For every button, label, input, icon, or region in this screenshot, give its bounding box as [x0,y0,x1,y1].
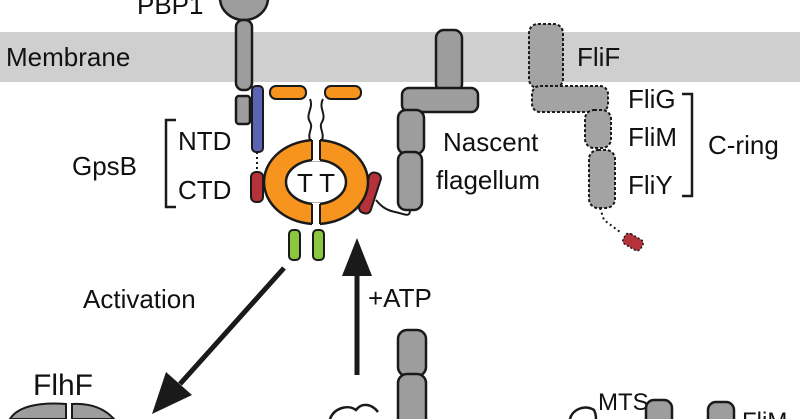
flim-bottom-block [706,400,736,419]
flif-label: FliF [577,42,620,72]
nascent-label: Nascent [443,127,539,157]
pbp1-label: PBP1 [137,0,204,20]
ntd-label: NTD [178,126,231,156]
mts-label: MTS [598,389,649,416]
gpsb-ctd-domain-left [250,171,264,203]
nascent-flagellum [396,28,480,212]
c-ring-red-tip [622,232,644,252]
flhf-protein [8,402,67,419]
c-ring-components [528,23,616,209]
tt-label: T T [297,168,335,198]
orange-paddle-left [269,85,307,100]
membrane-band [0,32,800,82]
fliy-label: FliY [628,170,673,200]
activation-arrow-shaft [178,266,286,386]
orange-ring [262,137,370,227]
flhf-protein-right [71,402,116,419]
atp-arrow-head [342,238,372,276]
flim-bottom-label: FliM [742,408,787,419]
gpsb-ntd-domain [251,85,264,153]
c-ring-tail [599,207,621,233]
gpsb-bracket [164,118,176,209]
atp-label: +ATP [368,283,432,313]
mts-shape [568,406,598,419]
membrane-label: Membrane [6,42,130,72]
linker-left [307,98,313,143]
flagellum-label: flagellum [436,165,540,195]
c-ring-bracket [682,92,694,198]
mts-gray-block [644,398,674,419]
orange-paddle-right [324,85,362,100]
ctd-label: CTD [178,175,231,205]
activation-arrow-head [152,372,192,414]
green-foot-left [288,229,301,261]
c-ring-label: C-ring [708,130,779,160]
flig-label: FliG [628,84,676,114]
pbp1-protein [218,0,270,126]
bottom-protein-stack [396,328,428,419]
activation-label: Activation [83,284,196,314]
linker-right [319,98,325,143]
flhf-label: FlhF [33,369,93,402]
bottom-partial-outline [328,403,379,419]
green-foot-right [312,229,325,261]
flim-label: FliM [628,122,677,152]
flagellum-tether [375,199,411,216]
gpsb-label: GpsB [72,151,137,181]
